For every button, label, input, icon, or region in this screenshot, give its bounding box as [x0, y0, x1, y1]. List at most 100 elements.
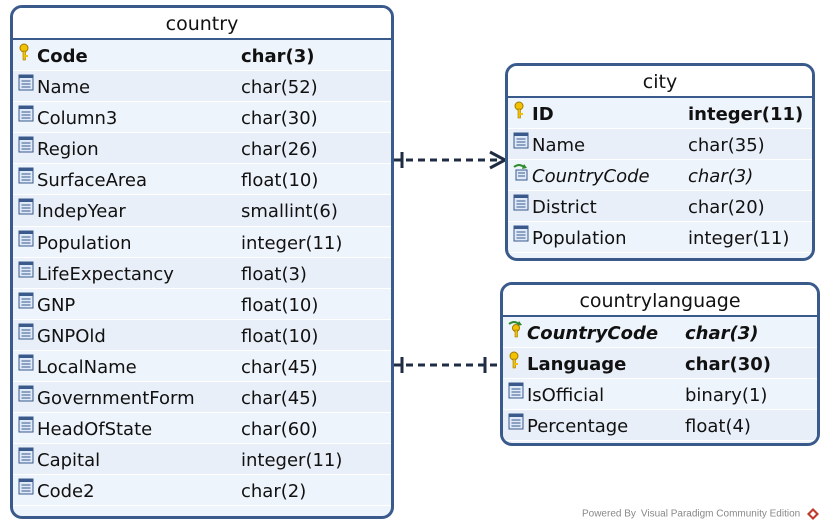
primary-key-icon [508, 351, 524, 369]
column-type: float(10) [241, 170, 319, 192]
primary-foreign-key-icon [508, 320, 524, 338]
column-name: GNP [37, 294, 76, 316]
column-type: char(2) [241, 481, 307, 503]
column-name: HeadOfState [37, 419, 153, 441]
column-type: float(10) [241, 325, 319, 347]
column-name: CountryCode [527, 323, 659, 344]
column-icon [18, 416, 34, 434]
relationship-country-city [394, 150, 509, 170]
column-icon [18, 74, 34, 92]
column-name: Population [37, 232, 132, 254]
column-icon [513, 194, 529, 212]
column-name: Name [37, 77, 91, 99]
column-row[interactable]: Population integer(11) [508, 222, 812, 254]
column-name: District [532, 197, 597, 219]
column-type: char(30) [685, 354, 772, 376]
column-icon [18, 198, 34, 216]
column-name: GNPOld [37, 325, 106, 347]
column-type: char(35) [688, 135, 765, 157]
column-type: float(4) [685, 416, 751, 438]
entity-title: country [13, 8, 391, 40]
column-name: Language [527, 354, 627, 376]
column-name: IsOfficial [527, 385, 605, 407]
column-row[interactable]: Language char(30) [503, 348, 817, 380]
column-icon [18, 385, 34, 403]
nullable-marker: N [391, 413, 394, 428]
column-row[interactable]: Code2 char(2) [13, 475, 391, 507]
column-row[interactable]: LocalName char(45) [13, 351, 391, 383]
column-name: ID [532, 104, 554, 125]
column-icon [18, 167, 34, 185]
column-name: SurfaceArea [37, 170, 147, 192]
footer-text: Powered By Visual Paradigm Community Edi… [581, 508, 801, 520]
column-name: LifeExpectancy [37, 263, 174, 285]
column-icon [18, 105, 34, 123]
column-row[interactable]: ID integer(11) [508, 98, 812, 130]
column-row[interactable]: SurfaceArea float(10) [13, 164, 391, 196]
column-name: Percentage [527, 416, 629, 438]
column-row[interactable]: IsOfficial binary(1) [503, 379, 817, 411]
column-row[interactable]: Name char(35) [508, 129, 812, 161]
primary-key-icon [513, 101, 529, 119]
entity-title: countrylanguage [503, 285, 817, 317]
nullable-marker: N [391, 444, 394, 459]
column-icon [18, 261, 34, 279]
column-type: char(45) [241, 388, 318, 410]
column-icon [508, 413, 524, 431]
column-name: Column3 [37, 108, 118, 130]
column-row[interactable]: Population integer(11) [13, 227, 391, 258]
relationship-country-countrylanguage [394, 357, 500, 373]
column-icon [18, 136, 34, 154]
column-row[interactable]: GNP float(10) N [13, 289, 391, 320]
column-row[interactable]: Percentage float(4) [503, 410, 817, 442]
column-type: integer(11) [241, 450, 343, 472]
column-type: integer(11) [241, 232, 343, 254]
column-name: Name [532, 135, 586, 157]
nullable-marker: N [391, 289, 394, 304]
column-type: char(20) [688, 197, 765, 219]
column-name: Population [532, 228, 627, 250]
column-icon [18, 354, 34, 372]
column-icon [513, 132, 529, 150]
column-name: LocalName [37, 356, 137, 378]
column-row[interactable]: GovernmentForm char(45) [13, 382, 391, 414]
column-icon [513, 225, 529, 243]
watermark: Powered By Visual Paradigm Community Edi… [582, 508, 819, 520]
column-icon [18, 447, 34, 465]
vp-logo-icon [807, 508, 819, 520]
column-type: char(3) [688, 166, 754, 188]
column-icon [18, 478, 34, 496]
column-type: char(3) [241, 46, 315, 67]
column-name: IndepYear [37, 201, 126, 223]
column-row[interactable]: District char(20) [508, 191, 812, 223]
nullable-marker: N [391, 258, 394, 273]
column-icon [508, 382, 524, 400]
column-name: Code2 [37, 481, 95, 503]
column-type: binary(1) [685, 385, 768, 407]
column-type: char(30) [241, 108, 318, 130]
column-row[interactable]: Column3 char(30) [13, 102, 391, 134]
column-type: integer(11) [688, 228, 790, 250]
column-icon [18, 230, 34, 248]
column-type: integer(11) [688, 104, 804, 125]
column-name: GovernmentForm [37, 388, 195, 410]
column-type: float(10) [241, 294, 319, 316]
column-type: char(45) [241, 356, 318, 378]
primary-key-icon [18, 43, 34, 61]
